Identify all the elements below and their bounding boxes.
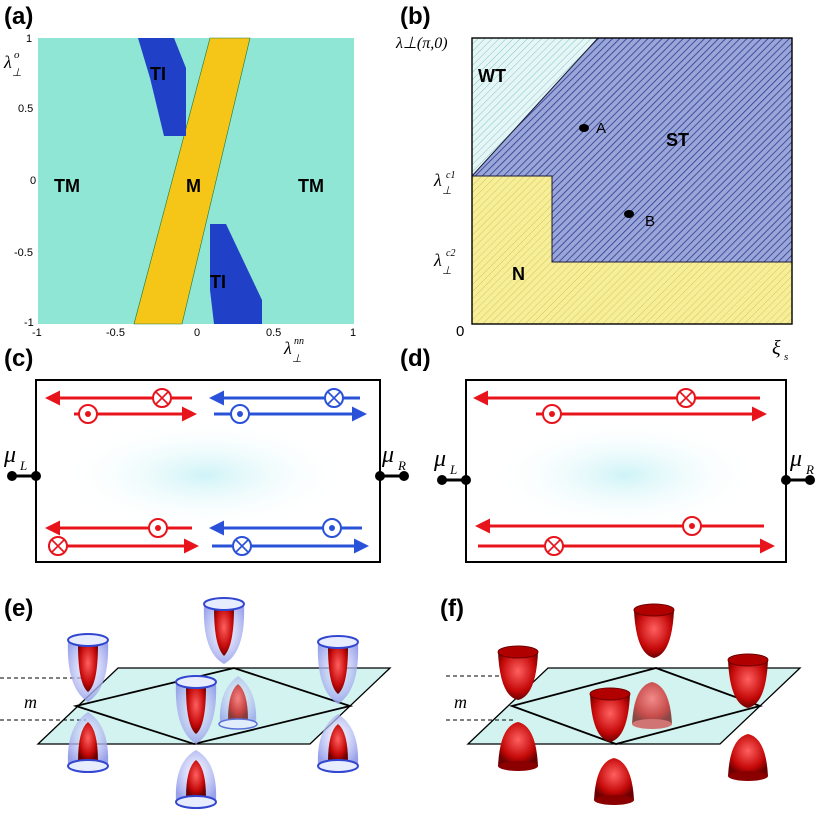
panel-f: (f) m — [440, 595, 802, 805]
bz-hexagon — [508, 667, 764, 745]
point-a — [579, 124, 589, 132]
valley-cup-inverted — [498, 722, 538, 771]
mu-left-c: μ L — [3, 442, 27, 473]
y-tick-0.5: 0.5 — [18, 103, 33, 115]
svg-text:⊥: ⊥ — [292, 353, 302, 365]
mu-left-d: μ L — [433, 446, 457, 477]
valley-cone — [67, 633, 109, 702]
panel-e: (e) m — [0, 595, 392, 809]
panel-b-label: (b) — [400, 3, 431, 30]
svg-text:c1: c1 — [446, 170, 455, 181]
valley-cone — [175, 675, 217, 744]
valley-cup-inverted — [594, 758, 634, 805]
svg-text:λ: λ — [3, 52, 12, 72]
ti-region-top — [138, 38, 186, 136]
device-frame-d — [465, 379, 787, 563]
svg-text:⊥: ⊥ — [442, 265, 452, 277]
lead-right-c — [399, 471, 409, 481]
valley-cone — [203, 597, 245, 664]
lead-left-d — [437, 475, 447, 485]
valley-cone-inverted — [175, 750, 217, 809]
ti-region-bottom — [210, 224, 262, 324]
n-label: N — [512, 264, 525, 284]
panel-f-label: (f) — [440, 595, 464, 622]
panel-c-label: (c) — [4, 345, 33, 372]
valley-cone — [317, 635, 359, 704]
y-tick-neg0.5: -0.5 — [14, 247, 33, 259]
valley-cup-inverted — [632, 682, 672, 729]
x-tick-neg1: -1 — [32, 327, 42, 339]
ti-label-top: TI — [150, 64, 166, 84]
st-label: ST — [666, 130, 689, 150]
x-axis-label-b: ξ s — [772, 337, 788, 363]
y-c1-label: λ c1 ⊥ — [433, 170, 455, 197]
svg-text:o: o — [14, 49, 20, 61]
svg-text:nn: nn — [294, 336, 304, 347]
svg-text:R: R — [397, 458, 406, 473]
panel-a: (a) TI TI M TM TM 1 0.5 0 -0.5 -1 -1 -0.… — [3, 3, 356, 365]
y-axis-label: λ o ⊥ — [3, 49, 22, 79]
y-tick-1: 1 — [26, 33, 32, 45]
point-b — [624, 210, 634, 218]
tm-label-right: TM — [298, 176, 324, 196]
origin-label: 0 — [456, 323, 464, 340]
mu-right-d: μ R — [789, 446, 814, 477]
svg-text:c2: c2 — [446, 248, 455, 259]
panel-d-label: (d) — [400, 345, 431, 372]
point-a-label: A — [596, 120, 606, 137]
ti-label-bottom: TI — [210, 272, 226, 292]
svg-text:ξ: ξ — [772, 337, 781, 359]
y-top-label: λ⊥(π,0) — [395, 35, 448, 52]
panel-d: (d) μ L μ R — [400, 345, 815, 563]
valley-cone-inverted — [67, 712, 109, 773]
point-b-label: B — [645, 213, 655, 230]
valley-cup — [589, 687, 631, 742]
panel-e-label: (e) — [4, 595, 33, 622]
svg-text:μ: μ — [381, 442, 394, 468]
bz-plane — [466, 667, 802, 745]
panel-b: (b) WT ST N A B λ⊥(π,0) λ c1 ⊥ λ c2 ⊥ 0 … — [395, 3, 793, 363]
x-tick-neg0.5: -0.5 — [106, 327, 125, 339]
tm-label-left: TM — [54, 176, 80, 196]
svg-text:L: L — [19, 458, 27, 473]
svg-text:s: s — [784, 351, 788, 363]
valley-cup — [727, 653, 769, 708]
valley-cup — [633, 603, 675, 658]
valley-cup — [497, 645, 539, 700]
y-tick-neg1: -1 — [24, 317, 34, 329]
svg-text:μ: μ — [789, 446, 802, 472]
m-label: M — [186, 176, 201, 196]
panel-b-frame — [471, 37, 793, 325]
svg-text:μ: μ — [433, 446, 446, 472]
svg-text:⊥: ⊥ — [12, 67, 22, 79]
wt-label: WT — [478, 66, 506, 86]
x-tick-0.5: 0.5 — [266, 327, 281, 339]
mu-right-c: μ R — [381, 442, 406, 473]
panel-c: (c) μ L μ R — [3, 345, 409, 563]
m-band — [133, 37, 251, 325]
svg-text:μ: μ — [3, 442, 16, 468]
svg-text:λ: λ — [433, 170, 442, 190]
valley-cup-inverted — [728, 734, 768, 781]
y-tick-0: 0 — [30, 175, 36, 187]
m-label-f: m — [454, 692, 467, 712]
lead-right-d — [805, 475, 815, 485]
svg-text:L: L — [449, 462, 457, 477]
lead-left-c — [7, 471, 17, 481]
m-label-e: m — [24, 692, 37, 712]
x-axis-label: λ nn ⊥ — [283, 336, 304, 365]
y-c2-label: λ c2 ⊥ — [433, 248, 455, 277]
svg-text:λ: λ — [283, 338, 292, 358]
svg-text:λ: λ — [433, 250, 442, 270]
valley-cone-inverted — [218, 676, 258, 730]
x-tick-1: 1 — [350, 327, 356, 339]
x-tick-0: 0 — [194, 327, 200, 339]
valley-cone-inverted — [317, 714, 359, 773]
panel-a-label: (a) — [4, 3, 33, 30]
svg-text:R: R — [805, 462, 814, 477]
svg-text:⊥: ⊥ — [442, 185, 452, 197]
